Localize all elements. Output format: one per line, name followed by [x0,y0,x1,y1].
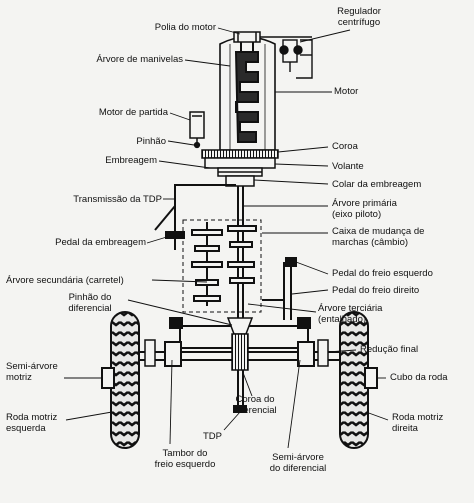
brake-pedals [262,257,297,320]
label-pinhao: Pinhão [136,136,166,147]
label-pedal-embreagem: Pedal da embreagem [55,237,146,248]
label-roda-motriz-direita: Roda motriz direita [392,412,444,434]
label-arvore-primaria: Árvore primária (eixo piloto) [332,198,397,220]
label-roda-motriz-esquerda: Roda motriz esquerda [6,412,58,434]
gearbox-gears [191,222,257,306]
label-coroa: Coroa [332,141,358,152]
label-semi-arvore-motriz: Semi-árvore motriz [6,361,58,383]
flywheel-assembly [201,149,279,187]
label-colar-embreagem: Colar da embreagem [332,179,422,190]
label-semi-arvore-diferencial: Semi-árvore do diferencial [269,452,327,474]
centrifugal-governor [260,36,313,79]
right-drive-wheel [339,311,378,449]
label-regulador-centrifugo: Regulador centrífugo [337,6,381,28]
differential-crown [226,317,254,371]
label-motor-partida: Motor de partida [98,107,168,118]
label-pedal-freio-direito: Pedal do freio direito [332,285,420,296]
gearbox-housing [182,219,262,313]
primary-shaft [237,186,244,318]
label-transmissao-tdp: Transmissão da TDP [73,194,162,205]
final-reduction [144,339,329,367]
pto-transmission [154,184,236,250]
label-reducao-final: Redução final [360,344,419,355]
label-pedal-freio-esquerdo: Pedal do freio esquerdo [332,268,433,279]
label-coroa-diferencial: Coroa do diferencial [233,394,277,416]
leader-lines [64,27,389,449]
label-cubo-roda: Cubo da roda [390,372,448,383]
label-motor: Motor [334,86,359,97]
starter-motor [189,111,205,149]
label-tdp: TDP [203,431,222,442]
label-volante: Volante [332,161,364,172]
label-arvore-terciaria: Árvore terciária (entalhado) [318,303,383,325]
label-embreagem: Embreagem [105,155,157,166]
label-arvore-manivelas: Árvore de manivelas [96,54,183,65]
label-polia-motor: Polia do motor [154,22,216,33]
label-arvore-secundaria: Árvore secundária (carretel) [6,275,124,286]
label-tambor-freio: Tambor do freio esquerdo [154,448,216,470]
left-drive-wheel [101,311,140,449]
label-pinhao-diferencial: Pinhão do diferencial [68,292,112,314]
crankshaft [234,39,259,143]
label-caixa-mudanca: Caixa de mudança de marchas (câmbio) [332,226,425,248]
